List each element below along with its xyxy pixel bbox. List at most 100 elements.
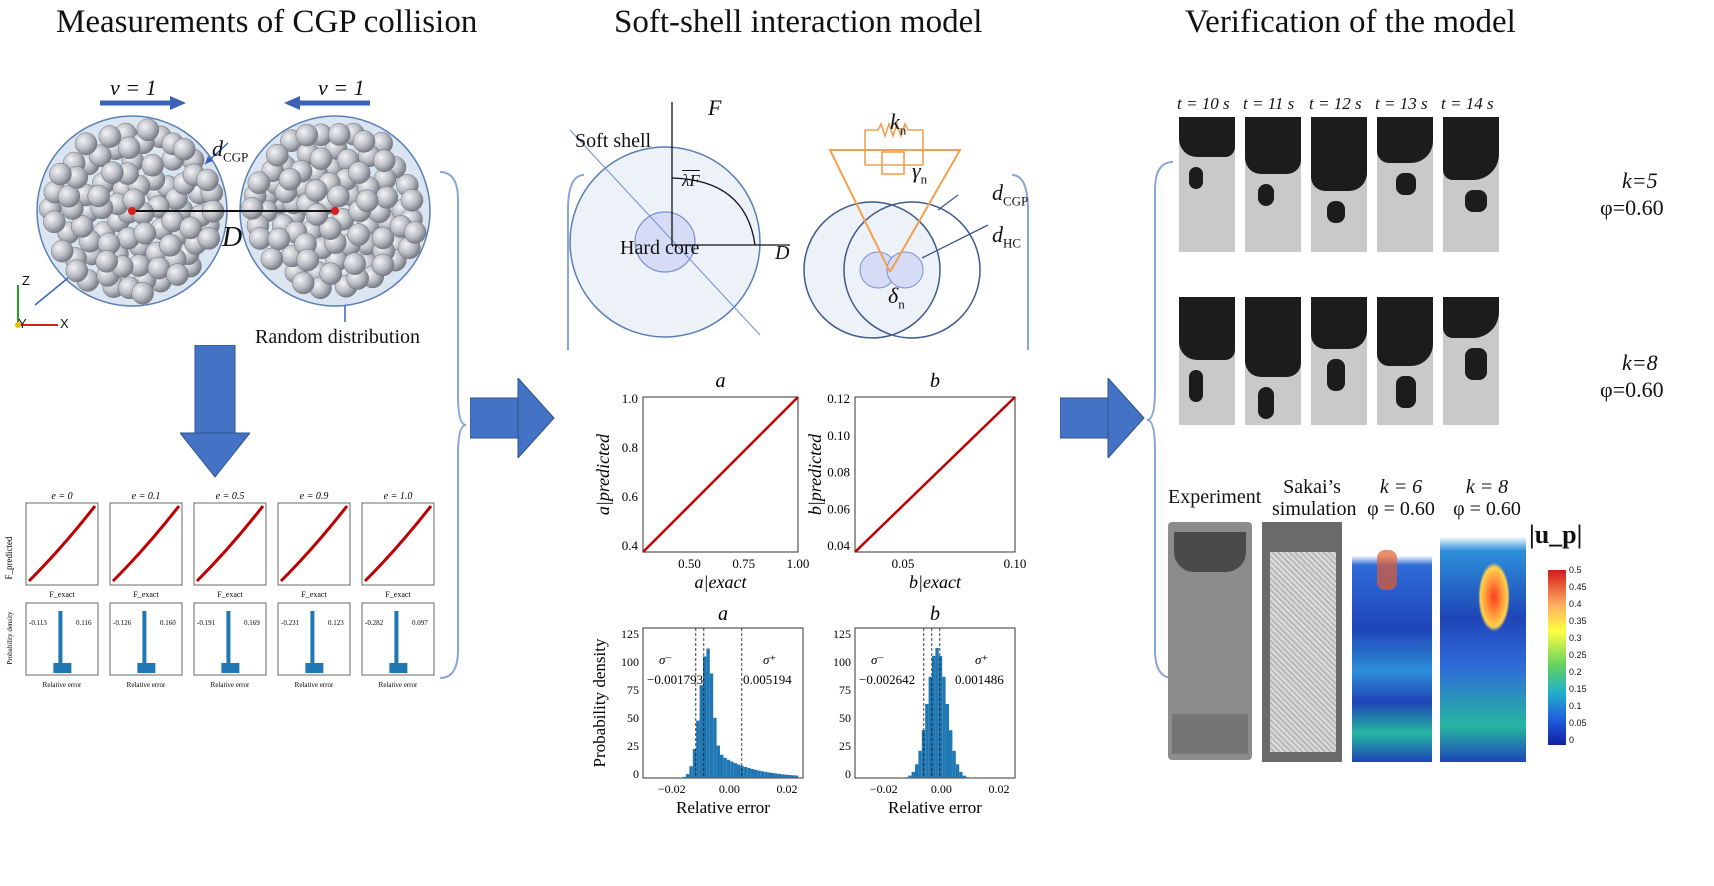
hist-xlabel: Relative error bbox=[676, 798, 770, 817]
hist-title: a bbox=[718, 603, 728, 625]
primary-particle bbox=[375, 186, 399, 209]
small-hist-xlabel: Relative error bbox=[127, 681, 166, 688]
primary-particle bbox=[400, 188, 424, 212]
hist-bar bbox=[945, 703, 949, 778]
small-plot-xlabel: F_exact bbox=[301, 590, 327, 599]
hist-ytick: 75 bbox=[627, 683, 639, 697]
hist-sigma-minus-value: −0.001793 bbox=[647, 672, 703, 687]
hist-bar bbox=[955, 764, 960, 778]
primary-particle bbox=[49, 162, 72, 186]
hist-bar bbox=[737, 764, 741, 778]
primary-particle bbox=[266, 143, 289, 167]
hist-xtick: 0.00 bbox=[931, 782, 952, 796]
primary-particle bbox=[327, 123, 351, 146]
left-brace bbox=[439, 171, 467, 679]
scatter-diagonal bbox=[854, 396, 1016, 553]
small-sigma-minus: -0.191 bbox=[197, 619, 216, 627]
cgp-collision-diagram bbox=[15, 96, 431, 328]
small-sigma-plus: 0.169 bbox=[244, 619, 260, 627]
kn-label: kn bbox=[890, 109, 907, 138]
hist-ytick: 50 bbox=[839, 711, 851, 725]
row1-phi-label: φ=0.60 bbox=[1600, 195, 1664, 220]
scatter-xlabel: a|exact bbox=[695, 572, 748, 592]
hist-bar bbox=[966, 777, 970, 778]
small-sigma-plus: 0.116 bbox=[76, 619, 92, 627]
colorbar-tick: 0.25 bbox=[1569, 650, 1587, 660]
primary-particle bbox=[343, 252, 366, 275]
distance-axis-label: D bbox=[775, 242, 790, 264]
small-plot-title: e = 0.5 bbox=[216, 491, 245, 502]
small-hist-xlabel: Relative error bbox=[379, 681, 418, 688]
scatter-ylabel: b|predicted bbox=[805, 433, 825, 515]
primary-particle bbox=[65, 259, 89, 283]
hist-ytick: 75 bbox=[839, 683, 851, 697]
hist-bar bbox=[750, 769, 754, 778]
hist-sigma-minus-label: σ⁻ bbox=[659, 652, 672, 667]
scatter-ytick: 0.08 bbox=[827, 465, 850, 480]
random-distribution-label: Random distribution bbox=[255, 326, 420, 348]
primary-particle bbox=[172, 137, 196, 161]
hist-ytick: 0 bbox=[633, 767, 639, 781]
d-cgp-label: dCGP bbox=[212, 136, 249, 165]
small-hist-peak bbox=[394, 611, 399, 673]
hist-bar bbox=[784, 774, 788, 778]
hard-core-label: Hard core bbox=[620, 237, 700, 259]
time-label: t = 11 s bbox=[1243, 94, 1295, 113]
right-arrow-2 bbox=[1060, 378, 1145, 458]
hist-ytick: 125 bbox=[833, 627, 851, 641]
hist-xtick: 0.00 bbox=[719, 782, 740, 796]
hist-bar bbox=[703, 656, 707, 778]
hist-bar bbox=[760, 771, 765, 778]
primary-particle bbox=[98, 125, 122, 148]
small-scatter-curve bbox=[111, 505, 181, 583]
histogram-plots: aσ⁻−0.001793σ⁺0.0051941251007550250−0.02… bbox=[590, 603, 1016, 817]
middle-section-title: Soft-shell interaction model bbox=[614, 4, 983, 40]
hist-sigma-plus-label: σ⁺ bbox=[975, 652, 988, 667]
scatter-title: b bbox=[930, 370, 940, 392]
small-sigma-minus: -0.126 bbox=[113, 619, 132, 627]
hist-bar bbox=[794, 775, 799, 778]
primary-particle bbox=[43, 210, 66, 234]
hist-bar bbox=[716, 745, 720, 778]
scatter-xtick: 0.75 bbox=[732, 556, 755, 571]
hist-bar bbox=[730, 761, 734, 778]
hist-bar bbox=[771, 773, 775, 778]
hist-frame bbox=[642, 627, 804, 779]
snapshot-frame bbox=[1377, 297, 1433, 425]
primary-particle bbox=[371, 226, 395, 250]
hist-bar bbox=[726, 759, 731, 778]
primary-particle bbox=[304, 179, 328, 202]
force-axis-label: F bbox=[708, 95, 722, 120]
primary-particle bbox=[260, 247, 284, 271]
hist-bar bbox=[962, 775, 966, 778]
primary-particle bbox=[50, 239, 74, 263]
hist-bar bbox=[959, 771, 963, 778]
hist-bar bbox=[740, 765, 744, 778]
hist-sigma-plus-value: 0.001486 bbox=[955, 672, 1004, 687]
colorbar-tick: 0.5 bbox=[1569, 565, 1582, 575]
scatter-ytick: 0.06 bbox=[827, 501, 850, 516]
small-hist-base bbox=[53, 663, 72, 673]
scatter-diagonal bbox=[642, 396, 799, 553]
primary-particle bbox=[70, 215, 94, 238]
hist-bar bbox=[689, 766, 693, 778]
colorbar-tick: 0.05 bbox=[1569, 718, 1587, 728]
gamma-label: γn bbox=[912, 158, 928, 187]
scatter-xlabel: b|exact bbox=[909, 572, 962, 592]
soft-shell-label: Soft shell bbox=[575, 130, 652, 152]
scatter-xtick: 0.50 bbox=[678, 556, 701, 571]
hist-bar bbox=[949, 730, 953, 778]
primary-particle bbox=[278, 168, 302, 191]
scatter-xtick: 0.10 bbox=[1004, 556, 1027, 571]
primary-particle bbox=[403, 221, 427, 244]
hist-bar bbox=[908, 775, 912, 778]
hist-bar bbox=[713, 717, 717, 778]
primary-particle bbox=[267, 227, 291, 251]
small-sigma-minus: -0.113 bbox=[29, 619, 47, 627]
small-sigma-plus: 0.123 bbox=[328, 619, 344, 627]
time-label: t = 13 s bbox=[1375, 94, 1428, 113]
hist-bar bbox=[932, 655, 936, 778]
axis-y-label: Y bbox=[18, 316, 27, 331]
